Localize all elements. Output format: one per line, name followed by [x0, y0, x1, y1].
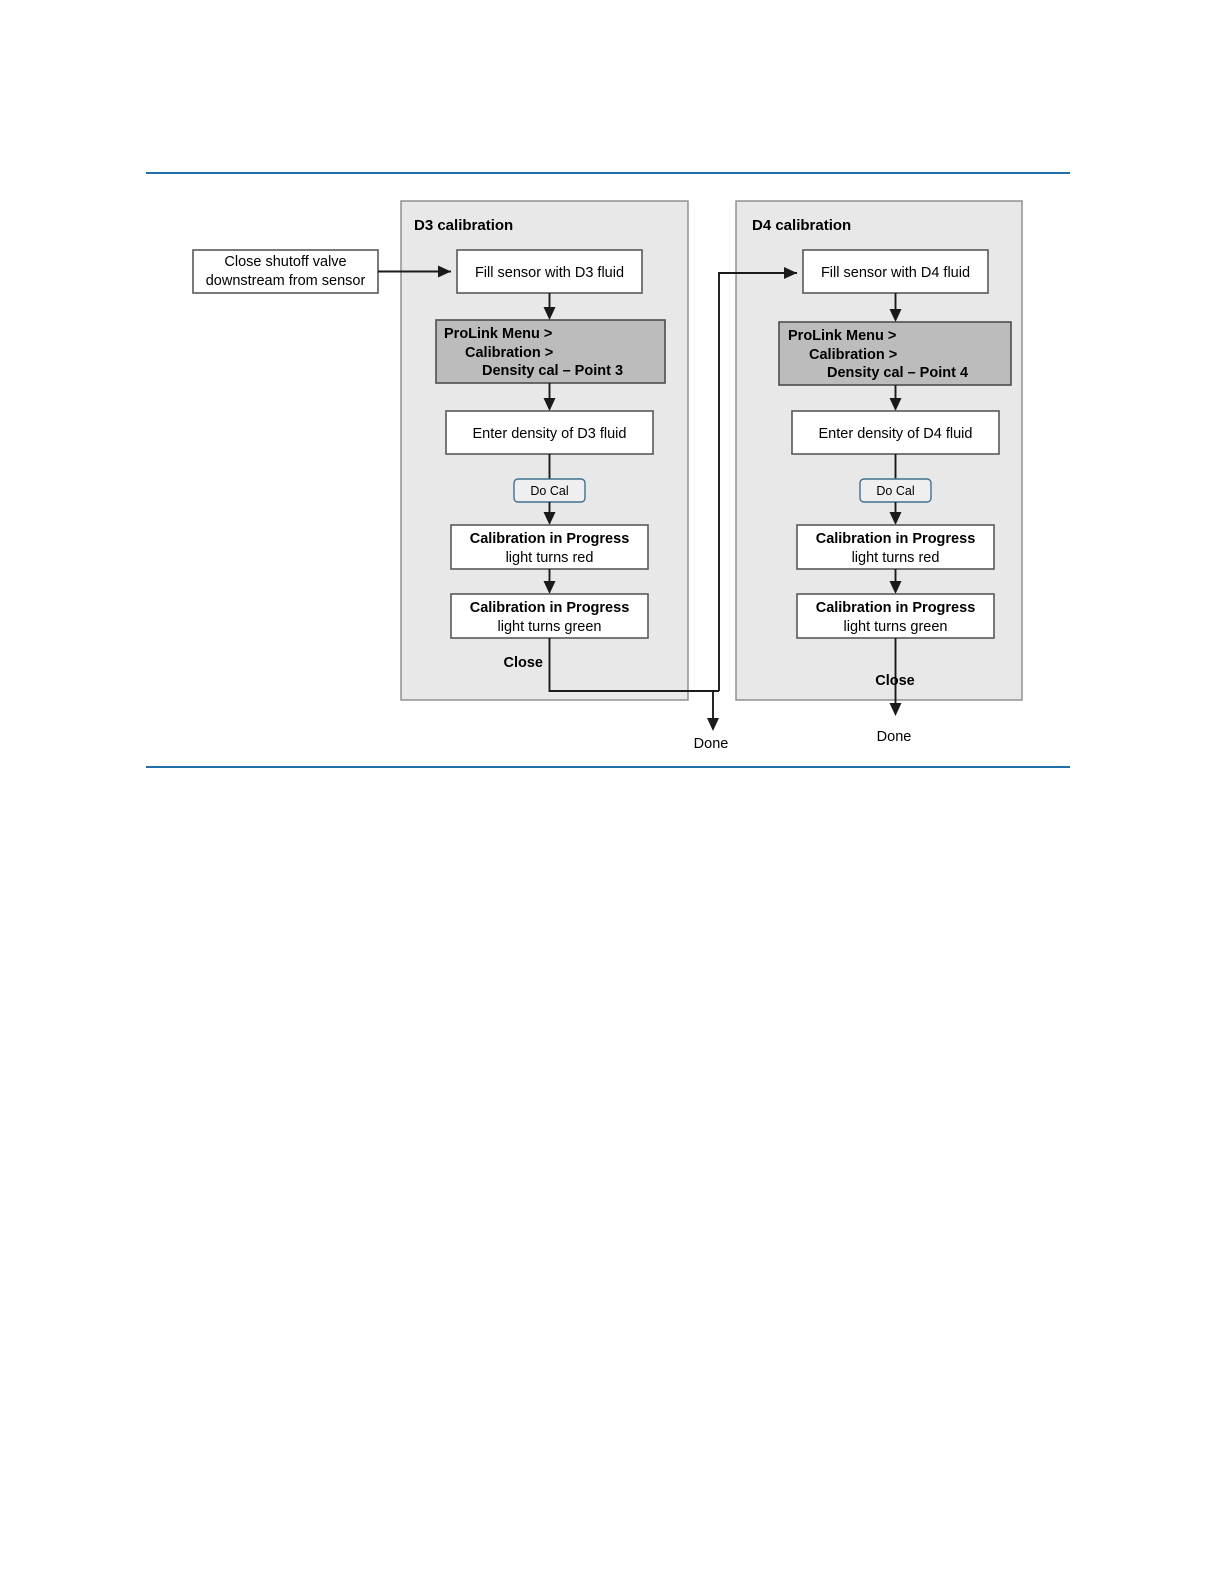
d4-menu-line3: Density cal – Point 4: [827, 365, 968, 381]
panel-d3-title: D3 calibration: [414, 217, 513, 234]
panel-d4-title: D4 calibration: [752, 217, 851, 234]
header-rule: [146, 172, 1070, 174]
done-d3-branch-label: Done: [694, 736, 729, 752]
close-shutoff-valve-line2: downstream from sensor: [206, 273, 366, 289]
connector-d3-menu-to-density: [543, 383, 556, 411]
connector-d3-branch-to-done: Done: [694, 691, 729, 752]
d4-do-cal-label: Do Cal: [876, 484, 914, 498]
d4-menu-line1: ProLink Menu >: [788, 328, 896, 344]
connector-d4-menu-to-density: [889, 385, 902, 411]
d4-enter-density-label: Enter density of D4 fluid: [819, 426, 973, 442]
d4-progress-red-heading: Calibration in Progress: [816, 531, 976, 547]
connector-d4-red-to-green: [889, 569, 902, 594]
node-d3-prolink-menu[interactable]: ProLink Menu > Calibration > Density cal…: [435, 319, 666, 384]
d3-fill-sensor-box[interactable]: [456, 249, 643, 294]
d3-progress-green-box[interactable]: [450, 593, 649, 639]
connector-d4-close-to-done: Close: [875, 638, 915, 716]
arrowhead-icon: [707, 718, 719, 731]
d3-close-label: Close: [504, 655, 544, 671]
d3-progress-green-detail: light turns green: [498, 619, 602, 635]
node-d4-fill-sensor[interactable]: Fill sensor with D4 fluid: [802, 249, 989, 294]
node-d4-progress-red[interactable]: Calibration in Progress light turns red: [796, 524, 995, 570]
node-d4-progress-green[interactable]: Calibration in Progress light turns gree…: [796, 593, 995, 639]
arrowhead-icon: [543, 512, 556, 525]
connector-d3-fill-to-menu: [543, 293, 556, 320]
d4-progress-red-detail: light turns red: [852, 550, 940, 566]
d4-progress-green-detail: light turns green: [844, 619, 948, 635]
d4-progress-green-heading: Calibration in Progress: [816, 600, 976, 616]
node-d3-enter-density[interactable]: Enter density of D3 fluid: [445, 410, 654, 455]
arrowhead-icon: [543, 307, 556, 320]
arrowhead-icon: [438, 265, 451, 278]
node-d4-prolink-menu[interactable]: ProLink Menu > Calibration > Density cal…: [778, 321, 1012, 386]
arrowhead-icon: [889, 512, 902, 525]
done-d4-branch-label: Done: [877, 729, 912, 745]
connector-entry-to-d3-fill: [378, 265, 451, 278]
connector-d3-button-to-progress-red: [543, 502, 556, 525]
d3-progress-green-heading: Calibration in Progress: [470, 600, 630, 616]
d4-fill-sensor-box[interactable]: [802, 249, 989, 294]
node-d3-progress-red[interactable]: Calibration in Progress light turns red: [450, 524, 649, 570]
connector-d4-button-to-progress-red: [889, 502, 902, 525]
button-d3-do-cal[interactable]: Do Cal: [513, 478, 586, 503]
d3-progress-red-box[interactable]: [450, 524, 649, 570]
arrowhead-icon: [889, 703, 902, 716]
d3-menu-line1: ProLink Menu >: [444, 326, 552, 342]
d4-prolink-menu-box[interactable]: [778, 321, 1012, 386]
node-d3-fill-sensor[interactable]: Fill sensor with D3 fluid: [456, 249, 643, 294]
d3-menu-line3: Density cal – Point 3: [482, 363, 623, 379]
close-shutoff-valve-box[interactable]: [192, 249, 379, 294]
arrowhead-icon: [889, 398, 902, 411]
d3-progress-red-detail: light turns red: [506, 550, 594, 566]
arrowhead-icon: [889, 581, 902, 594]
connector-d3-red-to-green: [543, 569, 556, 594]
close-shutoff-valve-line1: Close shutoff valve: [224, 254, 346, 270]
d3-menu-line2: Calibration >: [465, 345, 553, 361]
arrowhead-icon: [784, 267, 797, 279]
button-d4-do-cal[interactable]: Do Cal: [859, 478, 932, 503]
d3-enter-density-label: Enter density of D3 fluid: [473, 426, 627, 442]
d4-progress-red-box[interactable]: [796, 524, 995, 570]
arrowhead-icon: [543, 398, 556, 411]
d4-progress-green-box[interactable]: [796, 593, 995, 639]
d4-fill-sensor-label: Fill sensor with D4 fluid: [821, 265, 970, 281]
d3-prolink-menu-box[interactable]: [435, 319, 666, 384]
node-d3-progress-green[interactable]: Calibration in Progress light turns gree…: [450, 593, 649, 639]
d4-close-label: Close: [875, 673, 915, 689]
connector-d4-fill-to-menu: [889, 293, 902, 322]
node-d4-enter-density[interactable]: Enter density of D4 fluid: [791, 410, 1000, 455]
d4-menu-line2: Calibration >: [809, 347, 897, 363]
footer-rule: [146, 766, 1070, 768]
node-close-shutoff-valve[interactable]: Close shutoff valve downstream from sens…: [192, 249, 379, 294]
arrowhead-icon: [543, 581, 556, 594]
d3-enter-density-box[interactable]: [445, 410, 654, 455]
arrowhead-icon: [889, 309, 902, 322]
d3-progress-red-heading: Calibration in Progress: [470, 531, 630, 547]
connector-d3-to-d4-fill: [718, 267, 797, 691]
d3-do-cal-label: Do Cal: [530, 484, 568, 498]
connector-d3-close-exit: Close: [504, 638, 719, 692]
d3-fill-sensor-label: Fill sensor with D3 fluid: [475, 265, 624, 281]
d4-enter-density-box[interactable]: [791, 410, 1000, 455]
